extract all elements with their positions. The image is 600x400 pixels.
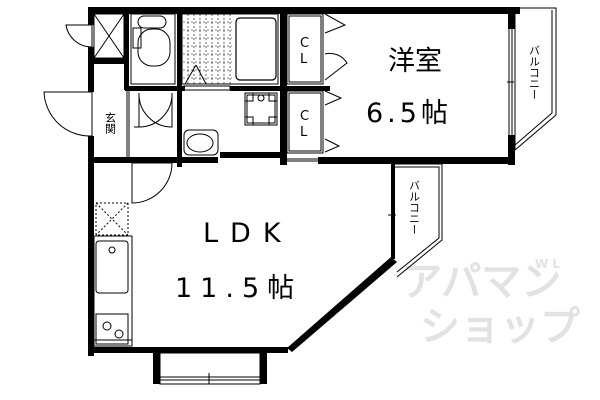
- closets: C L C L: [286, 13, 348, 154]
- closet-2-label-c: C: [300, 109, 309, 124]
- closet-2-doors[interactable]: [324, 90, 343, 153]
- closet-1-label-l: L: [300, 52, 308, 67]
- watermark-small: W L: [535, 257, 560, 271]
- stove-icon: [95, 313, 129, 345]
- toilet-door[interactable]: [138, 92, 173, 128]
- bathroom: [181, 13, 279, 91]
- balcony-1-label: バルコニー: [528, 45, 541, 100]
- front-door[interactable]: [43, 91, 93, 137]
- entrance-label: 玄関: [104, 111, 117, 134]
- storage-door[interactable]: [65, 24, 93, 48]
- walls: [88, 7, 520, 384]
- watermark-line1: アパマン: [402, 259, 561, 305]
- washroom: [183, 92, 280, 156]
- balcony-1: [514, 7, 557, 152]
- washer-icon: [244, 92, 278, 126]
- ldk: LDK 11.5帖 バルコニー: [93, 162, 443, 385]
- kitchen-sink-icon: [95, 240, 129, 294]
- closet-1-label-c: C: [300, 36, 309, 51]
- western-room: 洋室 6.5帖 バルコニー: [287, 7, 557, 162]
- toilet-room: [130, 13, 176, 128]
- western-room-name: 洋室: [388, 46, 442, 77]
- balcony-2: [395, 163, 443, 278]
- balcony-2-label: バルコニー: [408, 180, 421, 235]
- entrance-area: 玄関: [43, 13, 130, 157]
- closet-1-doors[interactable]: [324, 13, 348, 81]
- bath-floor-grid: [183, 14, 232, 84]
- western-room-size: 6.5帖: [366, 98, 452, 129]
- sink-icon: [183, 129, 219, 156]
- closet-2-label-l: L: [300, 125, 308, 140]
- fridge-space: [95, 202, 129, 236]
- closet-1: [286, 13, 324, 85]
- watermark: アパマン ショップ W L: [402, 257, 580, 350]
- bathtub-icon: [235, 17, 277, 81]
- ldk-door[interactable]: [131, 162, 173, 204]
- ldk-size: 11.5帖: [175, 273, 302, 304]
- toilet-icon: [137, 28, 171, 67]
- ldk-name: LDK: [203, 218, 293, 249]
- closet-2: [286, 90, 324, 154]
- watermark-line2: ショップ: [420, 304, 580, 350]
